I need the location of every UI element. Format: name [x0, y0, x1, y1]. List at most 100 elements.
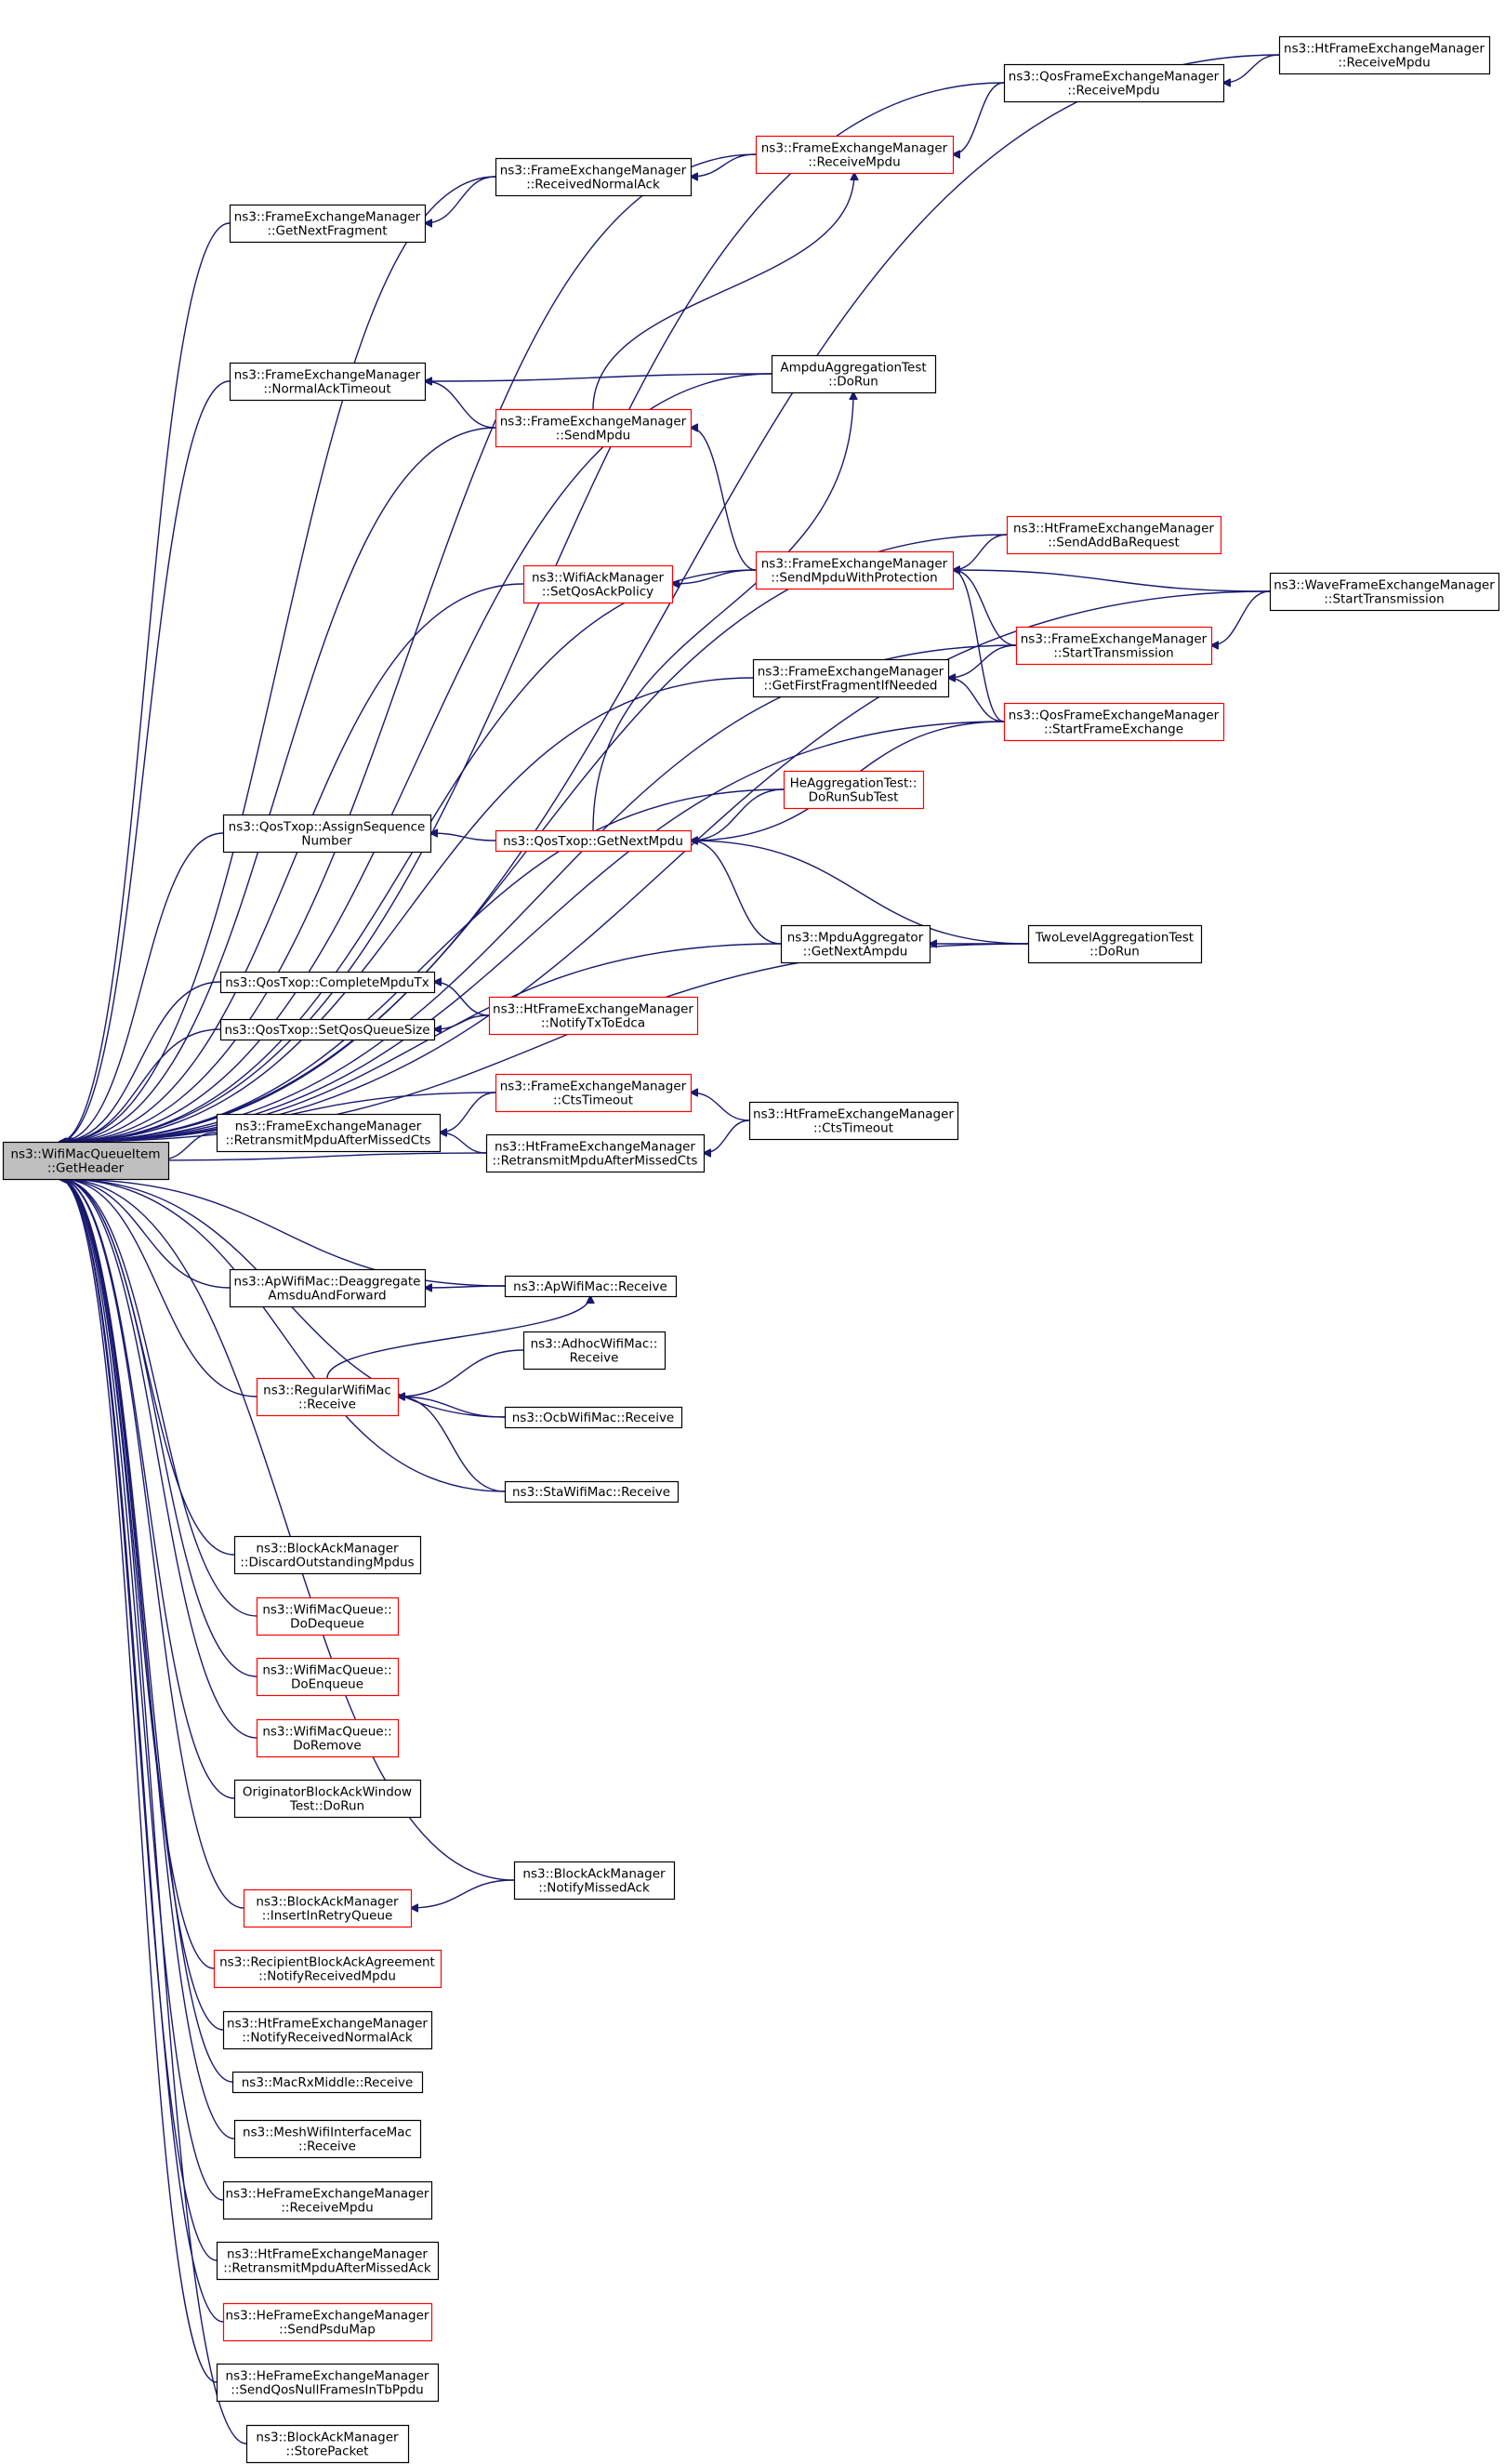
caller-node[interactable]: ns3::MpduAggregator::GetNextAmpdu	[780, 924, 931, 964]
caller-node[interactable]: ns3::HtFrameExchangeManager::NotifyRecei…	[222, 2010, 433, 2050]
call-edge	[691, 788, 785, 841]
caller-node[interactable]: ns3::MeshWifiInterfaceMac::Receive	[233, 2119, 422, 2159]
caller-node[interactable]: ns3::HtFrameExchangeManager::RetransmitM…	[216, 2241, 440, 2281]
call-edge	[592, 173, 854, 410]
caller-node[interactable]: ns3::HeFrameExchangeManager::ReceiveMpdu	[222, 2180, 433, 2220]
node-label-line: ns3::HeFrameExchangeManager	[226, 2309, 429, 2324]
caller-node[interactable]: ns3::BlockAckManager::NotifyMissedAck	[513, 1861, 676, 1901]
node-box	[256, 1596, 400, 1636]
caller-node[interactable]: ns3::QosTxop::GetNextMpdu	[495, 829, 693, 853]
call-edge	[948, 678, 1005, 722]
caller-node[interactable]: ns3::ApWifiMac::Receive	[504, 1275, 678, 1298]
caller-node[interactable]: ns3::FrameExchangeManager::NormalAckTime…	[229, 362, 427, 402]
node-box	[1003, 63, 1225, 103]
root-node: ns3::WifiMacQueueItem::GetHeader	[2, 1141, 170, 1181]
node-box	[495, 408, 693, 448]
caller-node[interactable]: ns3::HeFrameExchangeManager::SendPsduMap	[222, 2302, 433, 2342]
node-label-line: ::DiscardOutstandingMpdus	[240, 1556, 414, 1570]
call-edge	[425, 1286, 506, 1288]
call-edge	[411, 1879, 515, 1908]
node-box	[233, 1535, 422, 1575]
call-edge	[64, 677, 754, 1142]
caller-node[interactable]: ns3::WifiAckManager::SetQosAckPolicy	[522, 564, 674, 604]
call-edge	[59, 1179, 235, 1799]
caller-node[interactable]: ns3::HtFrameExchangeManager::ReceiveMpdu	[1278, 35, 1491, 75]
caller-node[interactable]: ns3::FrameExchangeManager::GetNextFragme…	[229, 204, 427, 244]
node-label-line: ns3::RegularWifiMac	[263, 1384, 391, 1398]
caller-node[interactable]: ns3::BlockAckManager::InsertInRetryQueue	[243, 1888, 413, 1928]
call-edge	[953, 82, 1005, 154]
call-edge	[59, 1179, 224, 2201]
caller-node[interactable]: ns3::OcbWifiMac::Receive	[504, 1406, 683, 1429]
node-label-line: ns3::QosFrameExchangeManager	[1009, 70, 1220, 85]
caller-node[interactable]: HeAggregationTest::DoRunSubTest	[783, 770, 925, 810]
caller-node[interactable]: ns3::HtFrameExchangeManager::RetransmitM…	[485, 1133, 706, 1173]
call-edge	[59, 1028, 221, 1142]
call-edge	[62, 1179, 506, 1492]
call-edge	[66, 590, 1271, 1142]
caller-node[interactable]: ns3::RegularWifiMac::Receive	[256, 1377, 400, 1417]
caller-node[interactable]: ns3::WifiMacQueue::DoEnqueue	[256, 1657, 400, 1697]
caller-node[interactable]: ns3::FrameExchangeManager::GetFirstFragm…	[752, 658, 950, 698]
node-box	[513, 1861, 676, 1901]
caller-node[interactable]: ns3::FrameExchangeManager::StartTransmis…	[1015, 626, 1213, 666]
caller-node[interactable]: ns3::HtFrameExchangeManager::SendAddBaRe…	[1006, 515, 1222, 555]
caller-node[interactable]: ns3::HeFrameExchangeManager::SendQosNull…	[216, 2363, 440, 2403]
caller-node[interactable]: AmpduAggregationTest::DoRun	[771, 354, 937, 394]
node-label-line: ns3::HtFrameExchangeManager	[1284, 42, 1485, 57]
caller-node[interactable]: TwoLevelAggregationTest::DoRun	[1027, 924, 1203, 964]
caller-node[interactable]: ns3::FrameExchangeManager::SendMpdu	[495, 408, 693, 448]
node-label-line: ns3::OcbWifiMac::Receive	[512, 1411, 675, 1425]
caller-node[interactable]: ns3::QosTxop::SetQosQueueSize	[219, 1018, 436, 1041]
caller-node[interactable]: ns3::FrameExchangeManager::CtsTimeout	[495, 1073, 693, 1113]
caller-node[interactable]: ns3::QosFrameExchangeManager::ReceiveMpd…	[1003, 63, 1225, 103]
node-box	[219, 971, 436, 994]
caller-node[interactable]: ns3::FrameExchangeManager::RetransmitMpd…	[216, 1113, 442, 1153]
caller-node[interactable]: ns3::RecipientBlockAckAgreement::NotifyR…	[213, 1949, 442, 1989]
node-label-line: ::ReceiveMpdu	[1338, 56, 1430, 71]
caller-node[interactable]: ns3::HtFrameExchangeManager::CtsTimeout	[748, 1101, 959, 1141]
call-edge	[59, 1179, 218, 2261]
node-label-line: AmpduAggregationTest	[780, 361, 926, 376]
call-edge	[592, 392, 853, 831]
call-edge	[953, 570, 1017, 646]
caller-node[interactable]: ns3::WifiMacQueue::DoDequeue	[256, 1596, 400, 1636]
caller-node[interactable]: ns3::MacRxMiddle::Receive	[231, 2071, 424, 2094]
node-label-line: ns3::MacRxMiddle::Receive	[242, 2075, 414, 2090]
caller-node[interactable]: ns3::QosTxop::CompleteMpduTx	[219, 971, 436, 994]
caller-node[interactable]: ns3::QosFrameExchangeManager::StartFrame…	[1003, 702, 1225, 742]
caller-node[interactable]: ns3::WaveFrameExchangeManager::StartTran…	[1269, 572, 1500, 612]
node-box	[504, 1275, 678, 1298]
caller-node[interactable]: ns3::StaWifiMac::Receive	[504, 1480, 680, 1504]
caller-node[interactable]: ns3::AdhocWifiMac::Receive	[522, 1331, 667, 1371]
node-box	[216, 1113, 442, 1153]
node-label-line: ::ReceiveMpdu	[1067, 84, 1159, 99]
call-edge	[64, 569, 757, 1142]
node-label-line: ::ReceiveMpdu	[281, 2201, 373, 2216]
caller-node[interactable]: ns3::FrameExchangeManager::ReceiveMpdu	[755, 135, 955, 175]
node-label-line: DoRemove	[293, 1739, 361, 1754]
node-box	[1269, 572, 1500, 612]
caller-node[interactable]: ns3::ApWifiMac::DeaggregateAmsduAndForwa…	[229, 1268, 427, 1308]
node-box	[219, 1018, 436, 1041]
caller-node[interactable]: ns3::WifiMacQueue::DoRemove	[256, 1718, 400, 1758]
caller-node[interactable]: ns3::HtFrameExchangeManager::NotifyTxToE…	[488, 996, 699, 1036]
call-edge	[62, 583, 524, 1142]
call-edge	[59, 1179, 257, 1617]
node-box	[748, 1101, 959, 1141]
caller-node[interactable]: ns3::BlockAckManager::StorePacket	[245, 2424, 410, 2464]
node-label-line: ns3::WifiMacQueue::	[262, 1603, 391, 1618]
node-box	[771, 354, 937, 394]
caller-node[interactable]: ns3::BlockAckManager::DiscardOutstanding…	[233, 1535, 422, 1575]
node-box	[229, 1268, 427, 1308]
caller-node[interactable]: ns3::FrameExchangeManager::ReceivedNorma…	[495, 157, 693, 197]
call-edge	[59, 222, 231, 1142]
node-label-line: ::NotifyReceivedNormalAck	[242, 2031, 413, 2046]
node-box	[256, 1657, 400, 1697]
caller-node[interactable]: ns3::FrameExchangeManager::SendMpduWithP…	[755, 550, 955, 590]
call-edge	[59, 1179, 233, 2083]
node-label-line: ns3::HtFrameExchangeManager	[227, 2247, 428, 2262]
call-edge	[64, 153, 757, 1142]
